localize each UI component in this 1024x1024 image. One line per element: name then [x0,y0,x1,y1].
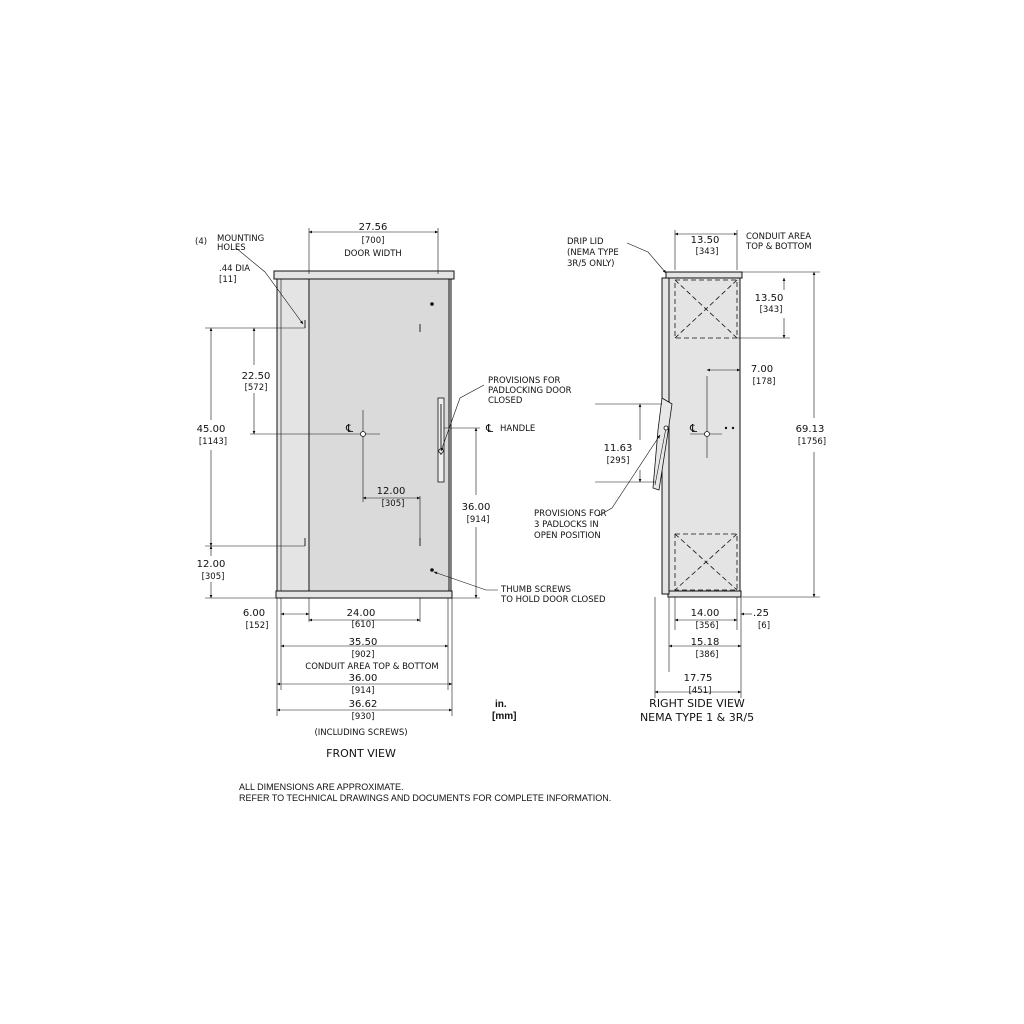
dim-11-63-mm: [295] [607,456,630,466]
mounting-holes-text-1: MOUNTING [217,234,264,244]
dim-17-75-value: 17.75 [684,673,713,684]
center-handle-marker: ℄ [345,410,380,458]
side-view-title-1: RIGHT SIDE VIEW [649,697,745,710]
units-mm: [mm] [492,711,516,722]
dim-69-13-value: 69.13 [796,424,825,435]
conduit-area-top [674,279,738,339]
dim-7-mm: [178] [753,377,776,387]
dim-17-75-mm: [451] [689,686,712,696]
side-view: ℄ DRIP LID (NEMA TYPE 3R/5 ONLY) 13.50 [… [534,230,826,724]
dim-36-h-mm: [914] [352,686,375,696]
door-screw [430,302,434,306]
drip-lid-text-2: (NEMA TYPE [567,248,619,258]
drip-lid [665,271,743,279]
padlocks-text-3: OPEN POSITION [534,531,601,541]
front-view-title: FRONT VIEW [326,747,396,760]
front-view: ℄ (4) MOUNTING HOLES .44 DIA [11] 27.56 … [195,222,606,760]
side-body [668,277,741,595]
dim-22-50-mm: [572] [245,383,268,393]
dim-36-62-mm: [930] [352,712,375,722]
dim-36-h-value: 36.00 [349,673,378,684]
dim-45-mm: [1143] [199,437,227,447]
dim-7-value: 7.00 [751,364,773,375]
dim-12-h-value: 12.00 [377,486,406,497]
dim-15-18-mm: [386] [696,650,719,660]
dim-36-v-value: 36.00 [462,502,491,513]
mounting-holes-text-2: HOLES [217,243,246,253]
hole-dia-label: .44 DIA [219,264,250,274]
side-conduit-text-2: TOP & BOTTOM [745,242,812,252]
handle-cl-symbol: ℄ [485,422,493,435]
handle [437,397,445,483]
dim-12-v-value: 12.00 [197,559,226,570]
dim-69-13-mm: [1756] [798,437,826,447]
side-base [667,590,742,598]
dim-6-mm: [152] [246,621,269,631]
dim-13-50-v-mm: [343] [760,305,783,315]
thumb-screw [430,568,434,572]
dim-45-value: 45.00 [197,424,226,435]
dim-35-50-value: 35.50 [349,637,378,648]
note-line-1: ALL DIMENSIONS ARE APPROXIMATE. [239,782,404,792]
door-width-label: DOOR WIDTH [344,249,402,259]
enclosure-door [308,278,450,592]
dim-24-mm: [610] [352,620,375,630]
dim-35-50-mm: [902] [352,650,375,660]
dim-12-h-mm: [305] [382,499,405,509]
thumb-text-1: THUMB SCREWS [500,585,571,595]
dim-15-18-value: 15.18 [691,637,720,648]
dim-14-value: 14.00 [691,608,720,619]
note-line-2: REFER TO TECHNICAL DRAWINGS AND DOCUMENT… [239,793,611,803]
dim-24-value: 24.00 [347,608,376,619]
padlock-text-3: CLOSED [488,396,523,406]
dim-11-63-value: 11.63 [604,443,633,454]
mounting-holes-label: (4) [195,237,207,247]
dim-22-50-value: 22.50 [242,371,271,382]
side-center-line-symbol: ℄ [689,422,697,435]
conduit-area-bottom [674,533,738,591]
dim-14-mm: [356] [696,621,719,631]
side-center-marker: ℄ [689,376,735,458]
dim-025-value: .25 [753,608,769,619]
thumb-text-2: TO HOLD DOOR CLOSED [500,595,606,605]
including-screws-label: (INCLUDING SCREWS) [314,728,407,738]
dim-36-62-value: 36.62 [349,699,378,710]
dim-6-value: 6.00 [243,608,265,619]
enclosure-top-lid [273,270,455,280]
padlock-text-2: PADLOCKING DOOR [488,386,572,396]
hole-dia-mm: [11] [219,275,236,285]
side-view-title-2: NEMA TYPE 1 & 3R/5 [640,711,754,724]
units-in: in. [495,699,507,710]
dim-12-v-mm: [305] [202,572,225,582]
conduit-label: CONDUIT AREA TOP & BOTTOM [305,662,438,672]
handle-label: HANDLE [500,424,535,434]
drip-lid-text-3: 3R/5 ONLY) [567,259,614,269]
enclosure-base [275,590,453,599]
drip-lid-text-1: DRIP LID [567,237,604,247]
side-handle [652,397,673,491]
padlocks-text-1: PROVISIONS FOR [534,509,607,519]
dim-13-50-top-value: 13.50 [691,235,720,246]
padlock-text-1: PROVISIONS FOR [488,376,561,386]
center-line-symbol: ℄ [345,422,353,435]
dim-025-mm: [6] [758,621,770,631]
dim-13-50-top-mm: [343] [696,247,719,257]
dim-36-v-mm: [914] [467,515,490,525]
door-width-mm: [700] [362,236,385,246]
dim-13-50-v-value: 13.50 [755,293,784,304]
padlocks-text-2: 3 PADLOCKS IN [534,520,599,530]
side-conduit-text-1: CONDUIT AREA [746,232,811,242]
door-width-value: 27.56 [359,222,388,233]
